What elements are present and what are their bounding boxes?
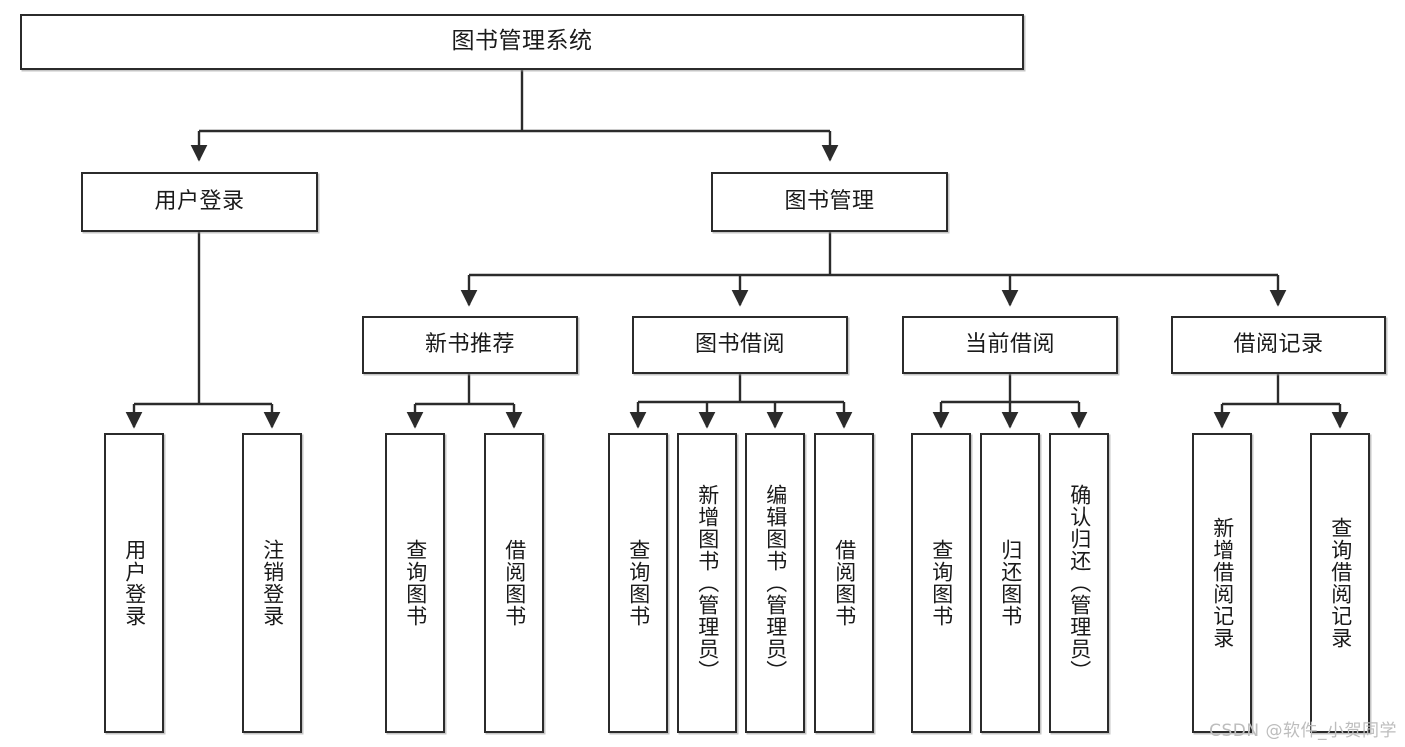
node-root-system[interactable]: 图书管理系统 <box>20 14 1024 70</box>
node-label: 用户登录 <box>122 539 147 627</box>
node-label: 注销登录 <box>260 539 285 627</box>
node-label: 借阅记录 <box>1233 332 1324 358</box>
leaf-add-book[interactable]: 新增图书（管理员） <box>677 433 737 733</box>
node-label: 查询图书 <box>626 539 651 627</box>
leaf-add-record[interactable]: 新增借阅记录 <box>1192 433 1252 733</box>
node-borrow-record[interactable]: 借阅记录 <box>1171 316 1386 374</box>
node-current-borrow[interactable]: 当前借阅 <box>902 316 1118 374</box>
leaf-user-logout[interactable]: 注销登录 <box>242 433 302 733</box>
node-new-book-recommend[interactable]: 新书推荐 <box>362 316 578 374</box>
node-label: 查询图书 <box>929 539 954 627</box>
node-label: 编辑图书（管理员） <box>763 484 788 682</box>
leaf-borrow-book-1[interactable]: 借阅图书 <box>484 433 544 733</box>
node-label: 借阅图书 <box>502 539 527 627</box>
node-book-borrow[interactable]: 图书借阅 <box>632 316 848 374</box>
node-label: 图书管理系统 <box>451 28 593 55</box>
node-label: 当前借阅 <box>964 332 1055 358</box>
node-label: 借阅图书 <box>832 539 857 627</box>
node-label: 查询借阅记录 <box>1328 517 1353 649</box>
node-label: 用户登录 <box>154 189 245 215</box>
node-user-login[interactable]: 用户登录 <box>81 172 318 232</box>
node-label: 查询图书 <box>403 539 428 627</box>
leaf-query-book-2[interactable]: 查询图书 <box>608 433 668 733</box>
leaf-query-book-3[interactable]: 查询图书 <box>911 433 971 733</box>
leaf-query-book-1[interactable]: 查询图书 <box>385 433 445 733</box>
leaf-query-record[interactable]: 查询借阅记录 <box>1310 433 1370 733</box>
leaf-borrow-book-2[interactable]: 借阅图书 <box>814 433 874 733</box>
node-label: 新增图书（管理员） <box>695 484 720 682</box>
node-label: 图书管理 <box>784 189 875 215</box>
csdn-watermark: CSDN @软件_小贺同学 <box>1209 721 1397 741</box>
leaf-user-login[interactable]: 用户登录 <box>104 433 164 733</box>
leaf-edit-book[interactable]: 编辑图书（管理员） <box>745 433 805 733</box>
leaf-confirm-return[interactable]: 确认归还（管理员） <box>1049 433 1109 733</box>
node-label: 新书推荐 <box>424 332 515 358</box>
node-label: 新增借阅记录 <box>1210 517 1235 649</box>
node-label: 确认归还（管理员） <box>1067 484 1092 682</box>
node-book-manage[interactable]: 图书管理 <box>711 172 948 232</box>
node-label: 归还图书 <box>998 539 1023 627</box>
node-label: 图书借阅 <box>694 332 785 358</box>
leaf-return-book[interactable]: 归还图书 <box>980 433 1040 733</box>
